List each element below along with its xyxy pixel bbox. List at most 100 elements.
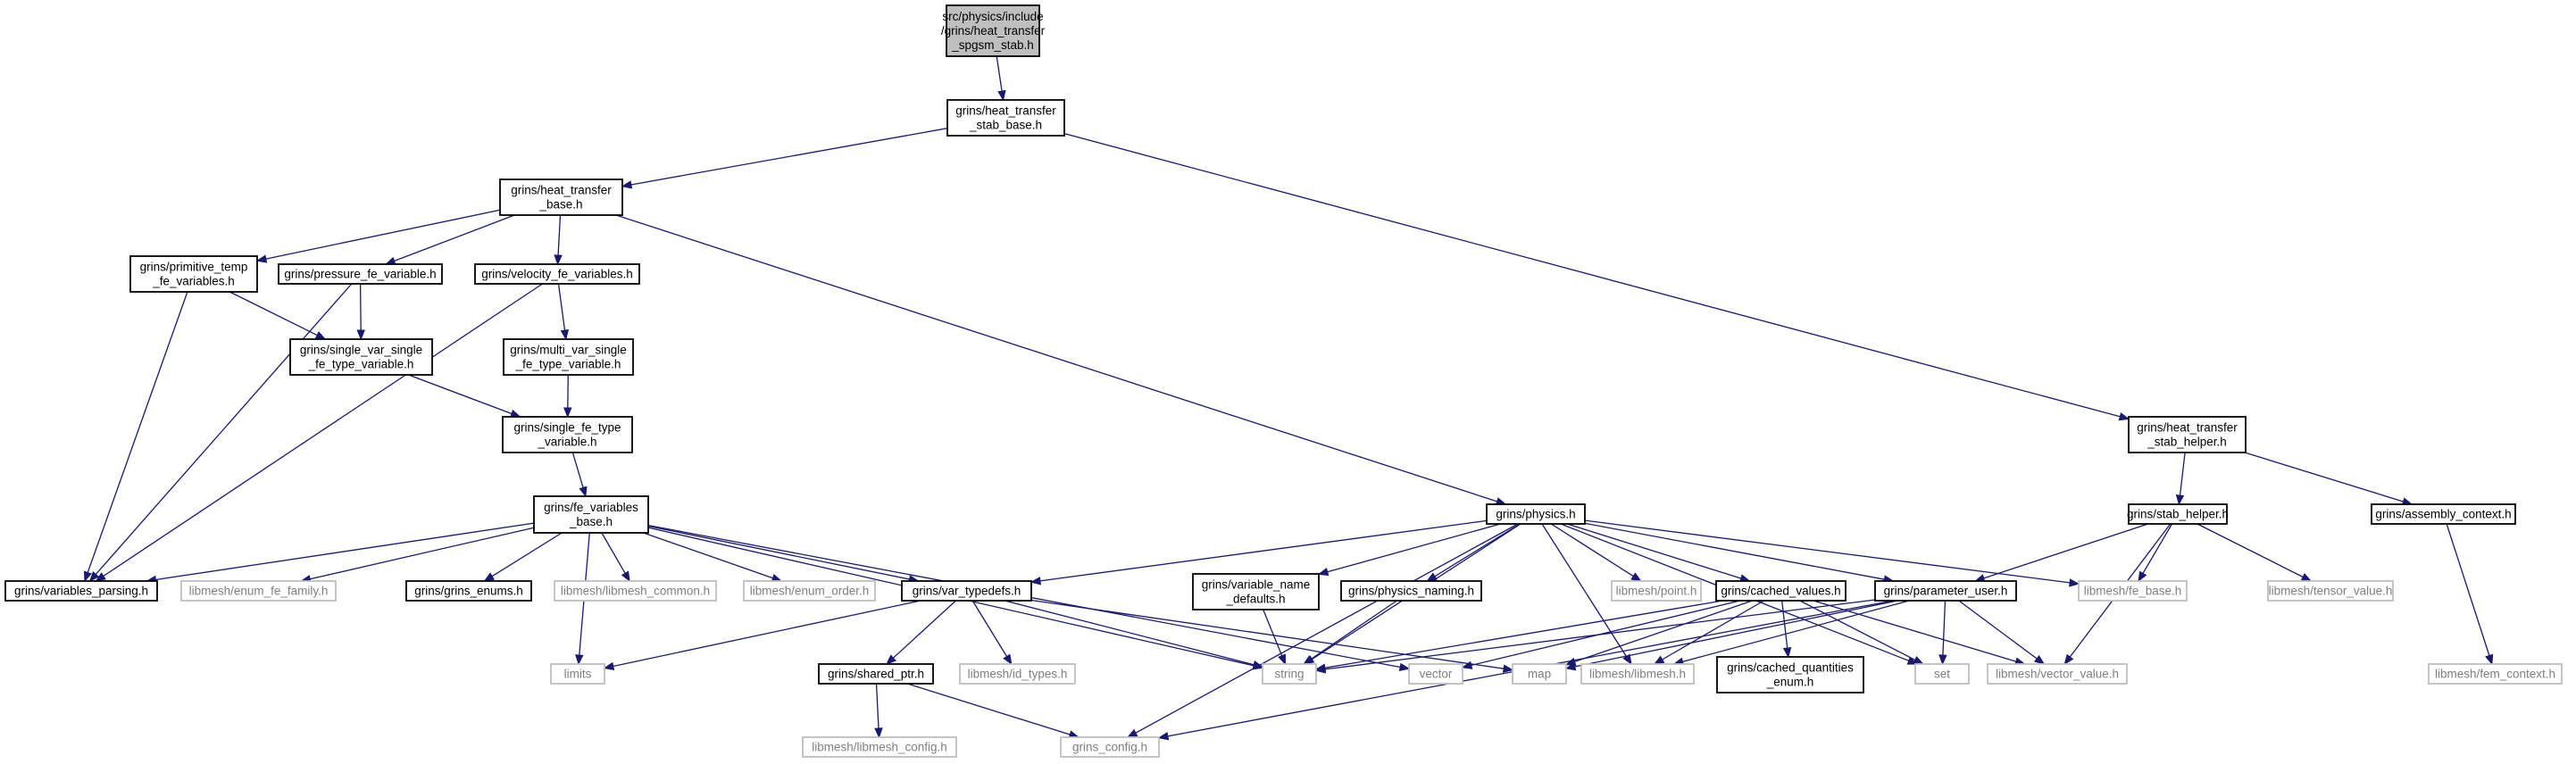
node-var-typedefs[interactable]: grins/var_typedefs.h [901, 580, 1032, 602]
edge-line [601, 532, 626, 574]
node-multi-var[interactable]: grins/multi_var_single_fe_type_variable.… [503, 338, 634, 376]
node-label-line: grins/heat_transfer [511, 183, 612, 196]
node-label-line: libmesh/point.h [1616, 584, 1697, 597]
edge-line [1311, 600, 1397, 660]
edge-arrowhead [621, 570, 630, 583]
node-cached-qty-enum[interactable]: grins/cached_quantities_enum.h [1716, 656, 1864, 693]
edge-line [557, 283, 566, 331]
node-enum-fe-family: libmesh/enum_fe_family.h [180, 580, 337, 602]
node-param-user[interactable]: grins/parameter_user.h [1874, 580, 2017, 602]
node-prim-temp[interactable]: grins/primitive_temp_fe_variables.h [129, 255, 258, 293]
edge-line [1063, 132, 2121, 418]
node-box [1914, 663, 1970, 685]
edge-line [1682, 600, 1910, 663]
edge-arrowhead [1782, 647, 1792, 659]
edge-line [103, 283, 543, 577]
edge-arrowhead [621, 180, 633, 189]
node-set: set [1914, 663, 1970, 685]
edge-arrowhead [1426, 572, 1438, 582]
node-label-line: grins/stab_helper.h [2127, 507, 2229, 520]
node-label-line: grins/primitive_temp [140, 260, 248, 273]
edge-line [1541, 523, 1628, 657]
node-label-line: src/physics/include [942, 10, 1043, 23]
node-single-fe-type[interactable]: grins/single_fe_type_variable.h [502, 416, 633, 453]
edge-line [1005, 600, 1255, 666]
edge-line [1324, 599, 1876, 670]
node-velocity-fe[interactable]: grins/velocity_fe_variables.h [474, 263, 640, 285]
node-label-line: libmesh/enum_order.h [750, 584, 870, 597]
node-physics[interactable]: grins/physics.h [1486, 503, 1586, 525]
edge-line [1039, 519, 1488, 582]
edge-param_user-to-vector_value [1958, 600, 2046, 665]
node-box [129, 255, 258, 293]
node-ht-base[interactable]: grins/heat_transfer_base.h [499, 179, 623, 216]
node-single-var[interactable]: grins/single_var_single_fe_type_variable… [289, 338, 433, 376]
edge-ht_base-to-physics [615, 214, 1507, 506]
edge-line [155, 522, 535, 581]
edge-line [996, 55, 1003, 92]
edge-stab_helper-to-tensor_value [2197, 523, 2313, 582]
node-label-line: grins/fe_variables [544, 501, 638, 514]
edge-physics-to-point [1550, 523, 1642, 582]
node-box [946, 4, 1040, 57]
edge-fe_vars_base-to-enum_order [643, 532, 783, 583]
edge-line [2446, 523, 2490, 656]
edge-arrowhead [2033, 654, 2046, 665]
edge-var_typedefs-to-map [1030, 599, 1514, 673]
node-label-line: libmesh/fe_base.h [2084, 584, 2182, 597]
node-label-line: grins/single_fe_type [513, 420, 621, 434]
node-box [802, 736, 957, 758]
edge-ht_stab_base-to-ht_stab_helper [1063, 132, 2130, 421]
node-stab-helper[interactable]: grins/stab_helper.h [2127, 503, 2229, 525]
edge-pressure_fe-to-single_var [356, 283, 365, 341]
node-box [1987, 663, 2128, 685]
edge-physics-to-cached_values [1566, 523, 1751, 583]
edge-arrowhead [1302, 655, 1314, 665]
node-cached-values[interactable]: grins/cached_values.h [1715, 580, 1847, 602]
edge-arrowhead [560, 329, 570, 341]
node-label-line: _defaults.h [1225, 592, 1285, 605]
edge-arrowhead [1913, 656, 1924, 665]
node-label-line: grins/parameter_user.h [1884, 584, 2008, 597]
node-fe-vars-base[interactable]: grins/fe_variables_base.h [533, 495, 649, 534]
edge-arrowhead [1461, 660, 1473, 669]
node-var-name-defaults[interactable]: grins/variable_name_defaults.h [1192, 573, 1320, 610]
node-libmesh-common: libmesh/libmesh_common.h [554, 580, 717, 602]
node-ht-stab-base[interactable]: grins/heat_transfer_stab_base.h [946, 99, 1065, 137]
edge-line [971, 600, 1008, 657]
node-grins-enums[interactable]: grins/grins_enums.h [405, 580, 532, 602]
node-assembly-ctx[interactable]: grins/assembly_context.h [2371, 503, 2516, 525]
edge-line [87, 291, 188, 573]
node-box [405, 580, 532, 602]
node-point: libmesh/point.h [1611, 580, 1702, 602]
node-box [180, 580, 337, 602]
edge-velocity_fe-to-vars_parsing [95, 283, 543, 582]
edge-ht_stab_base-to-ht_base [621, 128, 948, 189]
edge-line [1327, 523, 1501, 573]
edge-line [567, 374, 569, 409]
node-vars-parsing[interactable]: grins/variables_parsing.h [4, 580, 158, 602]
edge-line [892, 600, 956, 659]
edge-arrowhead [554, 254, 563, 266]
node-root[interactable]: src/physics/include/grins/heat_transfer_… [941, 4, 1046, 57]
node-physics-naming[interactable]: grins/physics_naming.h [1340, 580, 1482, 602]
node-label-line: grins/grins_enums.h [414, 584, 523, 597]
edge-root-to-ht_stab_base [996, 55, 1006, 102]
node-pressure-fe[interactable]: grins/pressure_fe_variable.h [278, 263, 443, 285]
edge-line [408, 374, 513, 415]
edge-var_typedefs-to-string [1005, 600, 1264, 669]
edge-line [647, 525, 910, 580]
edge-ht_base-to-velocity_fe [554, 214, 563, 266]
edge-line [1574, 600, 1898, 668]
node-label-line: _base.h [538, 197, 582, 211]
edge-line [906, 683, 1071, 735]
node-box [946, 99, 1065, 137]
edge-var_typedefs-to-id_types [971, 600, 1013, 666]
edge-fe_vars_base-to-libmesh_common [601, 532, 630, 583]
edge-line [265, 209, 501, 260]
node-ht-stab-helper[interactable]: grins/heat_transfer_stab_helper.h [2128, 416, 2247, 453]
edge-line [613, 600, 921, 668]
node-label-line: libmesh/enum_fe_family.h [189, 584, 329, 597]
edge-arrowhead [2118, 412, 2130, 421]
node-shared-ptr[interactable]: grins/shared_ptr.h [818, 663, 934, 685]
